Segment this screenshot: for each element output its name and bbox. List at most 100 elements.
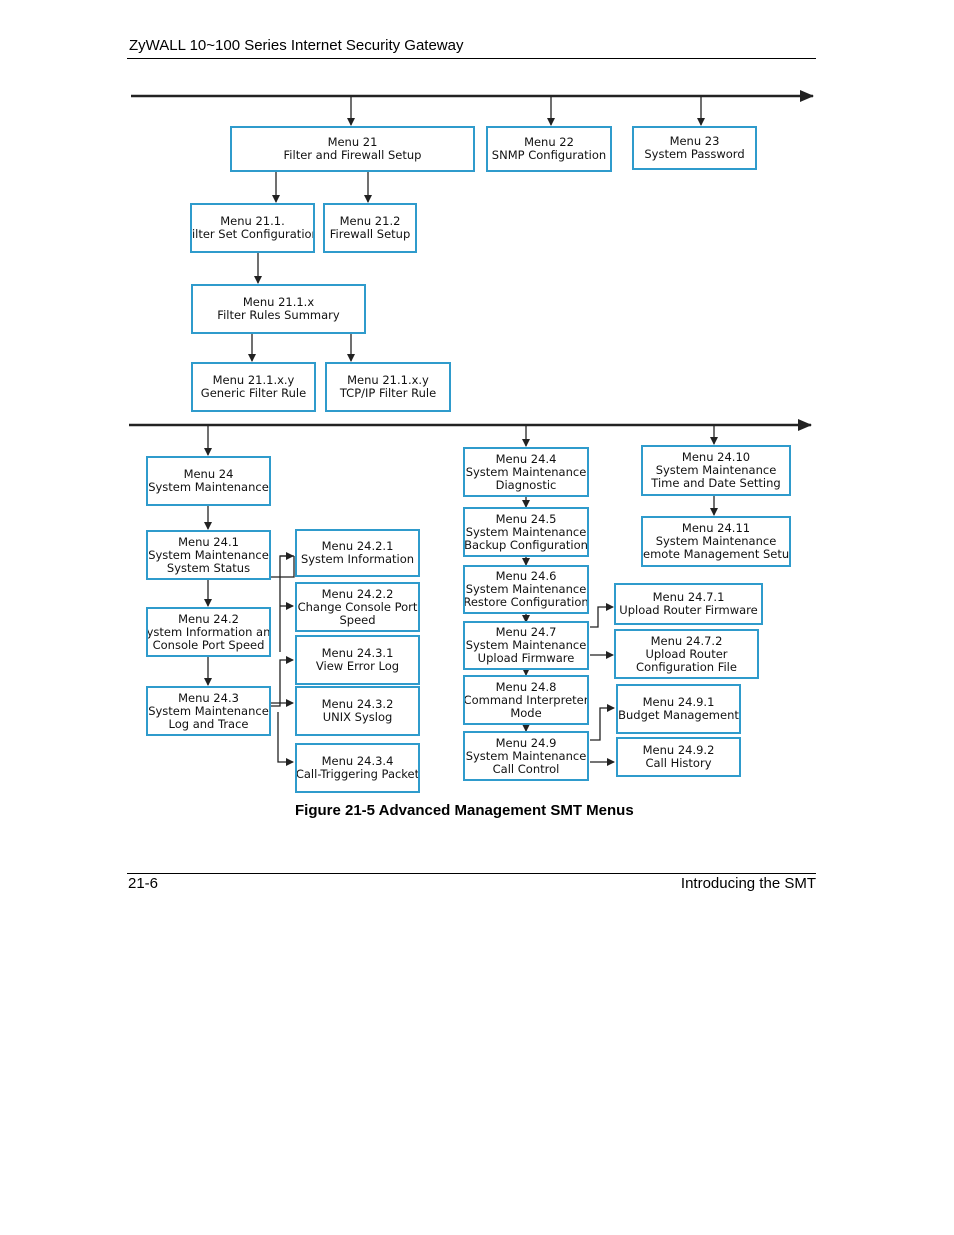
menu-24-10-title: Menu 24.10 [681,450,751,464]
menu-24-4-title: Menu 24.4 [495,451,557,466]
menu-24-5-box: Menu 24.5 System Maintenance Backup Conf… [463,507,589,557]
menu-24-3-2-desc: UNIX Syslog [322,710,393,724]
menu-24-6-line2: Restore Configuration [463,595,589,609]
menu-24-8-box: Menu 24.8 Command Interpreter Mode [463,675,589,725]
menu-24-7-box: Menu 24.7 System Maintenance Upload Firm… [463,621,589,670]
menu-24-2-1-desc: System Information [300,552,415,566]
menu-24-9-1-box: Menu 24.9.1 Budget Management [616,684,741,734]
menu-24-2-line1: System Information and [146,624,271,639]
menu-24-2-1-title: Menu 24.2.1 [321,539,394,553]
menu-24-3-line2: Log and Trace [168,716,249,731]
menu-21-2-title: Menu 21.2 [339,214,401,228]
menu-24-1-box: Menu 24.1 System Maintenance System Stat… [146,530,271,580]
menu-24-6-title: Menu 24.6 [495,569,557,583]
menu-24-6-line1: System Maintenance [465,582,587,596]
menu-24-3-4-box: Menu 24.3.4 Call-Triggering Packet [295,743,420,793]
menu-22-box: Menu 22 SNMP Configuration [486,126,612,172]
menu-21-1-box: Menu 21.1. Filter Set Configuration [190,203,315,253]
menu-24-10-line2: Time and Date Setting [651,476,781,490]
menu-21-1-x-y-tcpip-box: Menu 21.1.x.y TCP/IP Filter Rule [325,362,451,412]
menu-23-title: Menu 23 [669,134,720,148]
menu-24-1-line1: System Maintenance [148,547,269,562]
footer-rule [127,873,816,874]
menu-21-1-x-y-generic-desc: Generic Filter Rule [200,386,307,400]
menu-21-2-box: Menu 21.2 Firewall Setup [323,203,417,253]
menu-24-9-box: Menu 24.9 System Maintenance Call Contro… [463,731,589,781]
menu-24-1-line2: System Status [166,560,251,575]
menu-24-7-title: Menu 24.7 [495,625,557,639]
menu-24-3-4-desc: Call-Triggering Packet [295,767,420,781]
menu-24-box: Menu 24 System Maintenance [146,456,271,506]
section-title: Introducing the SMT [680,875,816,892]
menu-24-9-line2: Call Control [492,761,560,776]
menu-24-7-line1: System Maintenance [465,638,587,652]
menu-21-title: Menu 21 [327,135,378,149]
page-number: 21-6 [128,875,159,892]
menu-21-1-x-y-tcpip-desc: TCP/IP Filter Rule [339,386,437,400]
menu-22-title: Menu 22 [524,135,574,149]
menu-24-11-box: Menu 24.11 System Maintenance Remote Man… [641,516,791,567]
menu-24-3-line1: System Maintenance [148,703,269,718]
menu-24-3-2-title: Menu 24.3.2 [321,697,394,711]
menu-24-5-title: Menu 24.5 [495,511,557,526]
menu-21-1-title: Menu 21.1. [220,214,285,228]
menu-24-8-line2: Mode [510,705,542,720]
menu-24-2-2-line2: Speed [339,612,376,627]
menu-24-7-2-box: Menu 24.7.2 Upload Router Configuration … [614,629,759,679]
menu-24-3-4-title: Menu 24.3.4 [321,754,394,768]
menu-24-7-2-title: Menu 24.7.2 [650,633,723,648]
menu-24-2-line2: Console Port Speed [152,637,265,652]
menu-24-8-title: Menu 24.8 [495,679,557,694]
menu-24-2-title: Menu 24.2 [178,611,239,626]
menu-24-3-2-box: Menu 24.3.2 UNIX Syslog [295,686,420,736]
menu-21-1-x-desc: Filter Rules Summary [217,308,340,322]
menu-21-box: Menu 21 Filter and Firewall Setup [230,126,475,172]
menu-24-5-line2: Backup Configuration [464,537,588,552]
menu-24-11-title: Menu 24.11 [681,521,751,535]
menu-24-10-box: Menu 24.10 System Maintenance Time and D… [641,445,791,496]
menu-24-3-title: Menu 24.3 [178,690,239,705]
menu-24-5-line1: System Maintenance [465,524,587,539]
menu-24-4-line1: System Maintenance [465,464,587,479]
menu-24-2-2-title: Menu 24.2.2 [321,586,394,601]
menu-24-desc: System Maintenance [148,480,269,494]
menu-24-4-line2: Diagnostic [495,477,557,492]
menu-24-7-line2: Upload Firmware [477,651,575,665]
menu-21-desc: Filter and Firewall Setup [283,148,422,162]
menu-24-9-2-title: Menu 24.9.2 [642,743,715,757]
menu-24-9-title: Menu 24.9 [495,735,557,750]
menu-24-7-2-line1: Upload Router [645,646,728,661]
menu-24-3-1-desc: View Error Log [315,659,400,673]
figure-caption: Figure 21-5 Advanced Management SMT Menu… [295,802,634,819]
menu-24-6-box: Menu 24.6 System Maintenance Restore Con… [463,565,589,614]
running-header: ZyWALL 10~100 Series Internet Security G… [129,37,464,54]
menu-24-7-1-title: Menu 24.7.1 [652,590,725,604]
menu-23-desc: System Password [644,147,745,161]
menu-24-10-line1: System Maintenance [655,463,777,477]
menu-21-1-x-y-generic-title: Menu 21.1.x.y [212,373,295,387]
menu-21-1-x-title: Menu 21.1.x [242,295,315,309]
menu-24-2-box: Menu 24.2 System Information and Console… [146,607,271,657]
menu-24-1-title: Menu 24.1 [178,534,239,549]
menu-24-title: Menu 24 [183,467,234,481]
menu-21-1-desc: Filter Set Configuration [190,227,315,241]
menu-24-9-2-box: Menu 24.9.2 Call History [616,737,741,777]
menu-24-2-2-line1: Change Console Port [297,599,418,614]
menu-24-11-line1: System Maintenance [655,534,777,548]
menu-24-9-line1: System Maintenance [465,748,587,763]
menu-24-2-1-box: Menu 24.2.1 System Information [295,529,420,577]
menu-21-1-x-y-tcpip-title: Menu 21.1.x.y [347,373,429,387]
menu-24-3-1-title: Menu 24.3.1 [321,646,394,660]
menu-21-1-x-box: Menu 21.1.x Filter Rules Summary [191,284,366,334]
menu-24-11-line2: Remote Management Setup [641,547,791,561]
menu-24-9-2-desc: Call History [645,756,712,770]
menu-24-7-1-desc: Upload Router Firmware [619,603,758,617]
menu-24-2-2-box: Menu 24.2.2 Change Console Port Speed [295,582,420,632]
menu-24-7-2-line2: Configuration File [636,659,737,674]
menu-24-3-1-box: Menu 24.3.1 View Error Log [295,635,420,685]
menu-24-4-box: Menu 24.4 System Maintenance Diagnostic [463,447,589,497]
menu-24-9-1-desc: Budget Management [618,708,739,722]
menu-24-8-line1: Command Interpreter [463,692,589,707]
menu-24-9-1-title: Menu 24.9.1 [642,695,715,709]
